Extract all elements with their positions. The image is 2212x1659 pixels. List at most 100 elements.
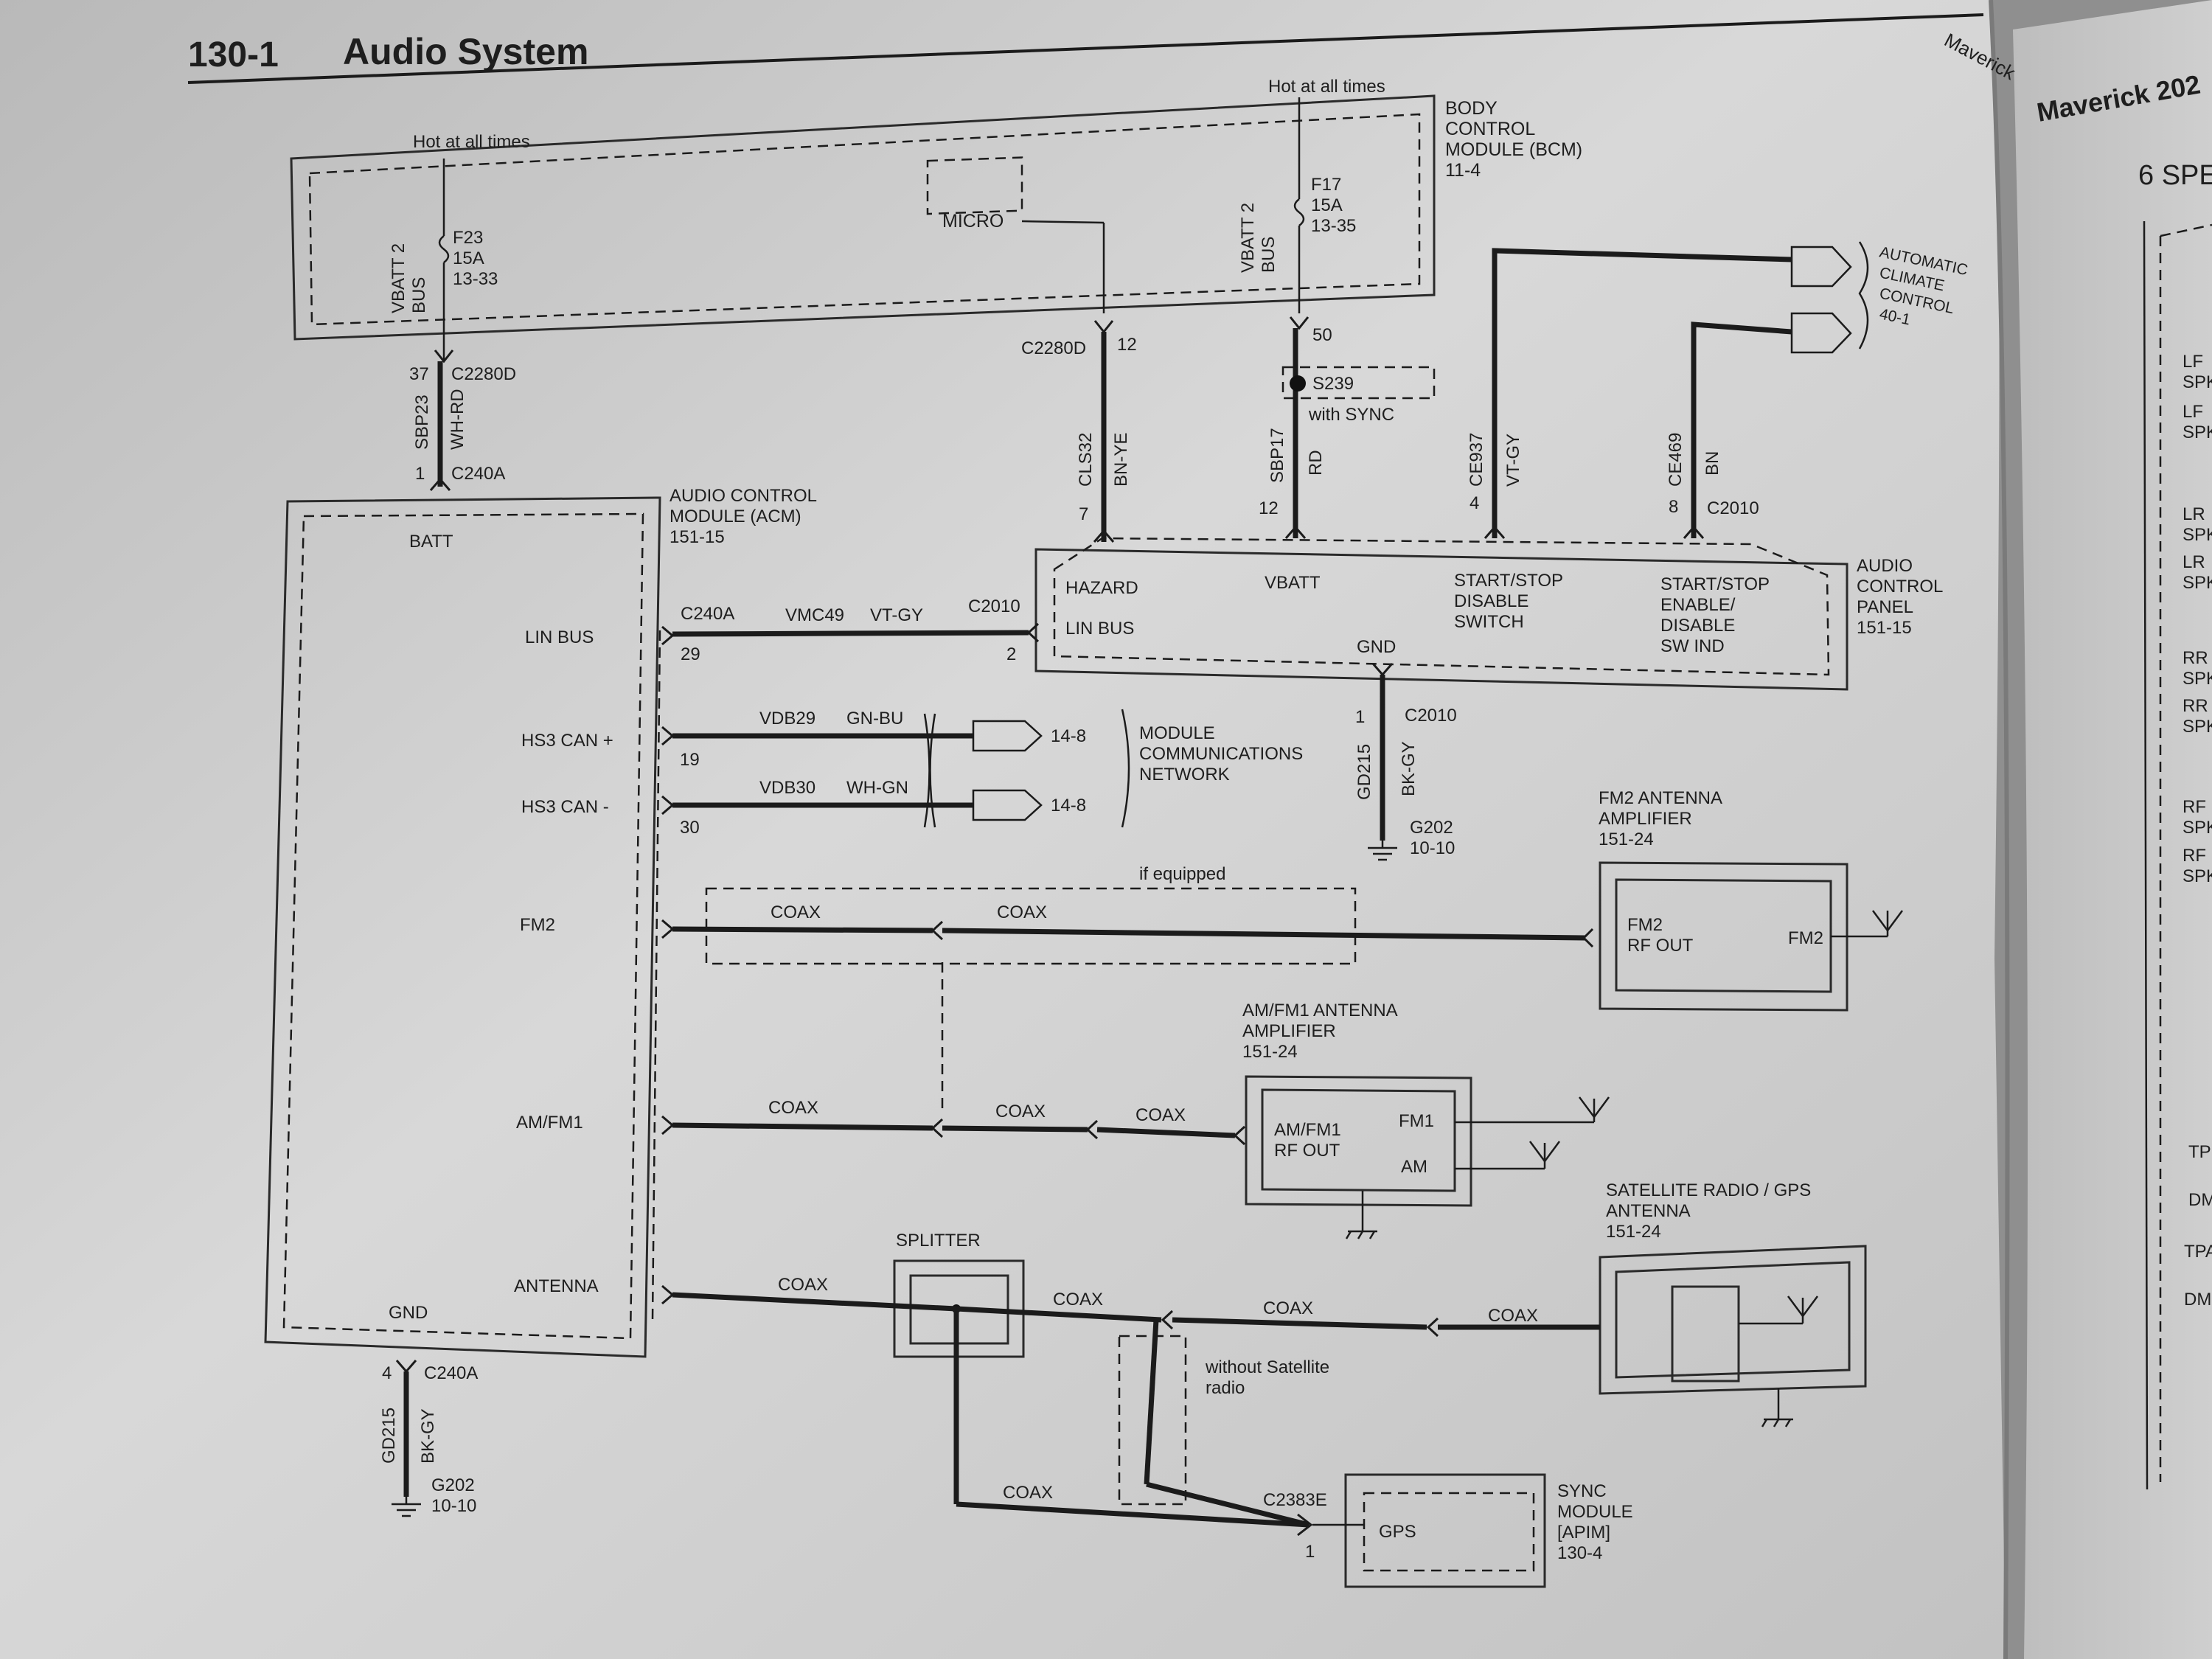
- acp-name-3: PANEL: [1857, 597, 1913, 617]
- acp-se-4: SW IND: [1660, 636, 1725, 656]
- acm-amfm1: AM/FM1: [516, 1113, 583, 1133]
- rp-11: RR: [2183, 696, 2208, 716]
- wire-gps-coax: COAX C2383E 1: [953, 1309, 1327, 1562]
- sat-antenna: SATELLITE RADIO / GPS ANTENNA 151-24: [1599, 1180, 1867, 1427]
- rp-12: SPK: [2183, 717, 2212, 737]
- no-sat-1: without Satellite: [1205, 1357, 1329, 1377]
- ce937-pin: 4: [1470, 493, 1479, 513]
- sat-name-1: SATELLITE RADIO / GPS: [1606, 1180, 1811, 1200]
- can-ref-lo: 14-8: [1051, 796, 1086, 815]
- can-lo-circuit: VDB30: [759, 778, 815, 798]
- acp-se-3: DISABLE: [1660, 616, 1735, 636]
- amfm-amp-am: AM: [1401, 1157, 1427, 1177]
- bcm-ref: 11-4: [1445, 160, 1481, 181]
- acp-ref: 151-15: [1857, 618, 1912, 638]
- bcm-micro: MICRO: [942, 211, 1004, 232]
- sat-ref: 151-24: [1606, 1222, 1661, 1242]
- sync-name-2: MODULE: [1557, 1502, 1633, 1522]
- f23-fuse: F23 15A 13-33 VBATT 2 BUS: [389, 159, 498, 313]
- acm-connector-dash: [651, 630, 661, 1321]
- acp-name-1: AUDIO: [1857, 556, 1913, 576]
- acm-gnd-circuit: GD215: [379, 1408, 399, 1464]
- acm-ref: 151-15: [669, 527, 725, 547]
- bcm-module: BODY CONTROL MODULE (BCM) 11-4 MICRO: [290, 94, 1582, 341]
- wire-sbp17: 50 S239 with SYNC SBP17 RD 12: [1259, 316, 1436, 539]
- right-page-box: LF SPK LF SPK LR SPK LR SPK RR SPK RR SP…: [2143, 220, 2212, 1490]
- cls32-pin-top: 12: [1117, 335, 1137, 355]
- wire-fm2-coax: if equipped COAX COAX: [661, 864, 1594, 1113]
- acp-gnd-ref: 10-10: [1410, 838, 1455, 858]
- fm2-amplifier: FM2 ANTENNA AMPLIFIER 151-24 FM2 RF OUT …: [1599, 788, 1904, 1012]
- acp-ss-1: START/STOP: [1454, 571, 1563, 591]
- acp-name-2: CONTROL: [1857, 577, 1943, 597]
- header-rule: [187, 13, 1984, 84]
- page-title: Audio System: [343, 31, 588, 72]
- bcm-name-2: CONTROL: [1445, 119, 1535, 139]
- can-hi-circuit: VDB29: [759, 709, 815, 728]
- sync-ref: 130-4: [1557, 1543, 1602, 1563]
- wire-lin: C240A 29 VMC49 VT-GY C2010 2: [661, 597, 1040, 664]
- acm-ground: 4 C240A GD215 BK-GY G202 10-10: [379, 1360, 478, 1517]
- coax-ant-c: COAX: [1263, 1298, 1313, 1318]
- rp-9: RR: [2183, 648, 2208, 668]
- rp-2: SPK: [2183, 372, 2212, 392]
- acm-name-1: AUDIO CONTROL: [669, 486, 817, 506]
- sync-module: GPS SYNC MODULE [APIM] 130-4: [1312, 1473, 1633, 1588]
- coax-am-c: COAX: [1135, 1105, 1186, 1125]
- rp-3: LF: [2183, 402, 2203, 422]
- amfm-amp-name-2: AMPLIFIER: [1242, 1021, 1336, 1041]
- can-lo-color: WH-GN: [846, 778, 908, 798]
- right-page: [2013, 0, 2212, 1659]
- rp-4: SPK: [2183, 422, 2212, 442]
- micro-lead: [1021, 220, 1105, 224]
- rp-7: LR: [2183, 552, 2205, 572]
- page-gutter: [1989, 0, 2010, 1659]
- sync-pin: 1: [1305, 1542, 1315, 1562]
- rp-13: RF: [2183, 797, 2206, 817]
- acm-gnd: GND: [389, 1303, 428, 1323]
- f17-fuse: F17 15A 13-35 VBATT 2 BUS: [1238, 97, 1356, 313]
- net-3: NETWORK: [1139, 765, 1230, 785]
- coax-fm2-b: COAX: [997, 902, 1047, 922]
- lin-conn-r: C2010: [968, 597, 1020, 616]
- acm-module: AUDIO CONTROL MODULE (ACM) 151-15 BATT L…: [264, 486, 817, 1358]
- s239-label: S239: [1312, 374, 1354, 394]
- fm2-amp-name-1: FM2 ANTENNA: [1599, 788, 1722, 808]
- rp-5: LR: [2183, 504, 2205, 524]
- coax-am-a: COAX: [768, 1098, 818, 1118]
- acm-fm2: FM2: [520, 915, 555, 935]
- acp-hazard: HAZARD: [1065, 578, 1138, 598]
- fm2-amp-out-2: RF OUT: [1627, 936, 1694, 956]
- acm-gnd-pin: 4: [382, 1363, 392, 1383]
- sbp17-pin-top: 50: [1312, 325, 1332, 345]
- batt-conn-bot: C240A: [451, 464, 505, 484]
- can-lo-pin: 30: [680, 818, 700, 838]
- batt-circuit: SBP23: [412, 394, 432, 450]
- cls32-pin-bot: 7: [1079, 504, 1088, 524]
- rp-15: RF: [2183, 846, 2206, 866]
- cls32-conn: C2280D: [1021, 338, 1086, 358]
- amfm-amp-out-2: RF OUT: [1274, 1141, 1340, 1161]
- sync-gps: GPS: [1379, 1522, 1416, 1542]
- acm-antenna: ANTENNA: [514, 1276, 599, 1296]
- coax-ant-b: COAX: [1053, 1290, 1103, 1310]
- ce937-color: VT-GY: [1503, 434, 1523, 487]
- ce469-circuit: CE469: [1666, 433, 1686, 487]
- sbp17-pin-bot: 12: [1259, 498, 1279, 518]
- wire-antenna-coax: COAX COAX COAX COAX: [661, 1275, 1600, 1338]
- ce469-color: BN: [1703, 451, 1722, 476]
- f23-fuse-id: F23: [453, 228, 483, 248]
- acp-lin: LIN BUS: [1065, 619, 1134, 639]
- acp-gnd-pin: 1: [1355, 707, 1365, 727]
- s239-note: with SYNC: [1308, 405, 1394, 425]
- can-hi-pin: 19: [680, 750, 700, 770]
- rp-17: TP: [2188, 1142, 2211, 1162]
- batt-conn-top: C2280D: [451, 364, 516, 384]
- batt-pin-top: 37: [409, 364, 429, 384]
- sync-name-3: [APIM]: [1557, 1523, 1610, 1543]
- bcm-name-3: MODULE (BCM): [1445, 139, 1582, 160]
- acm-gnd-g: G202: [431, 1475, 475, 1495]
- acp-ground: 1 C2010 GD215 BK-GY G202 10-10: [1354, 663, 1457, 861]
- coax-fm2-a: COAX: [771, 902, 821, 922]
